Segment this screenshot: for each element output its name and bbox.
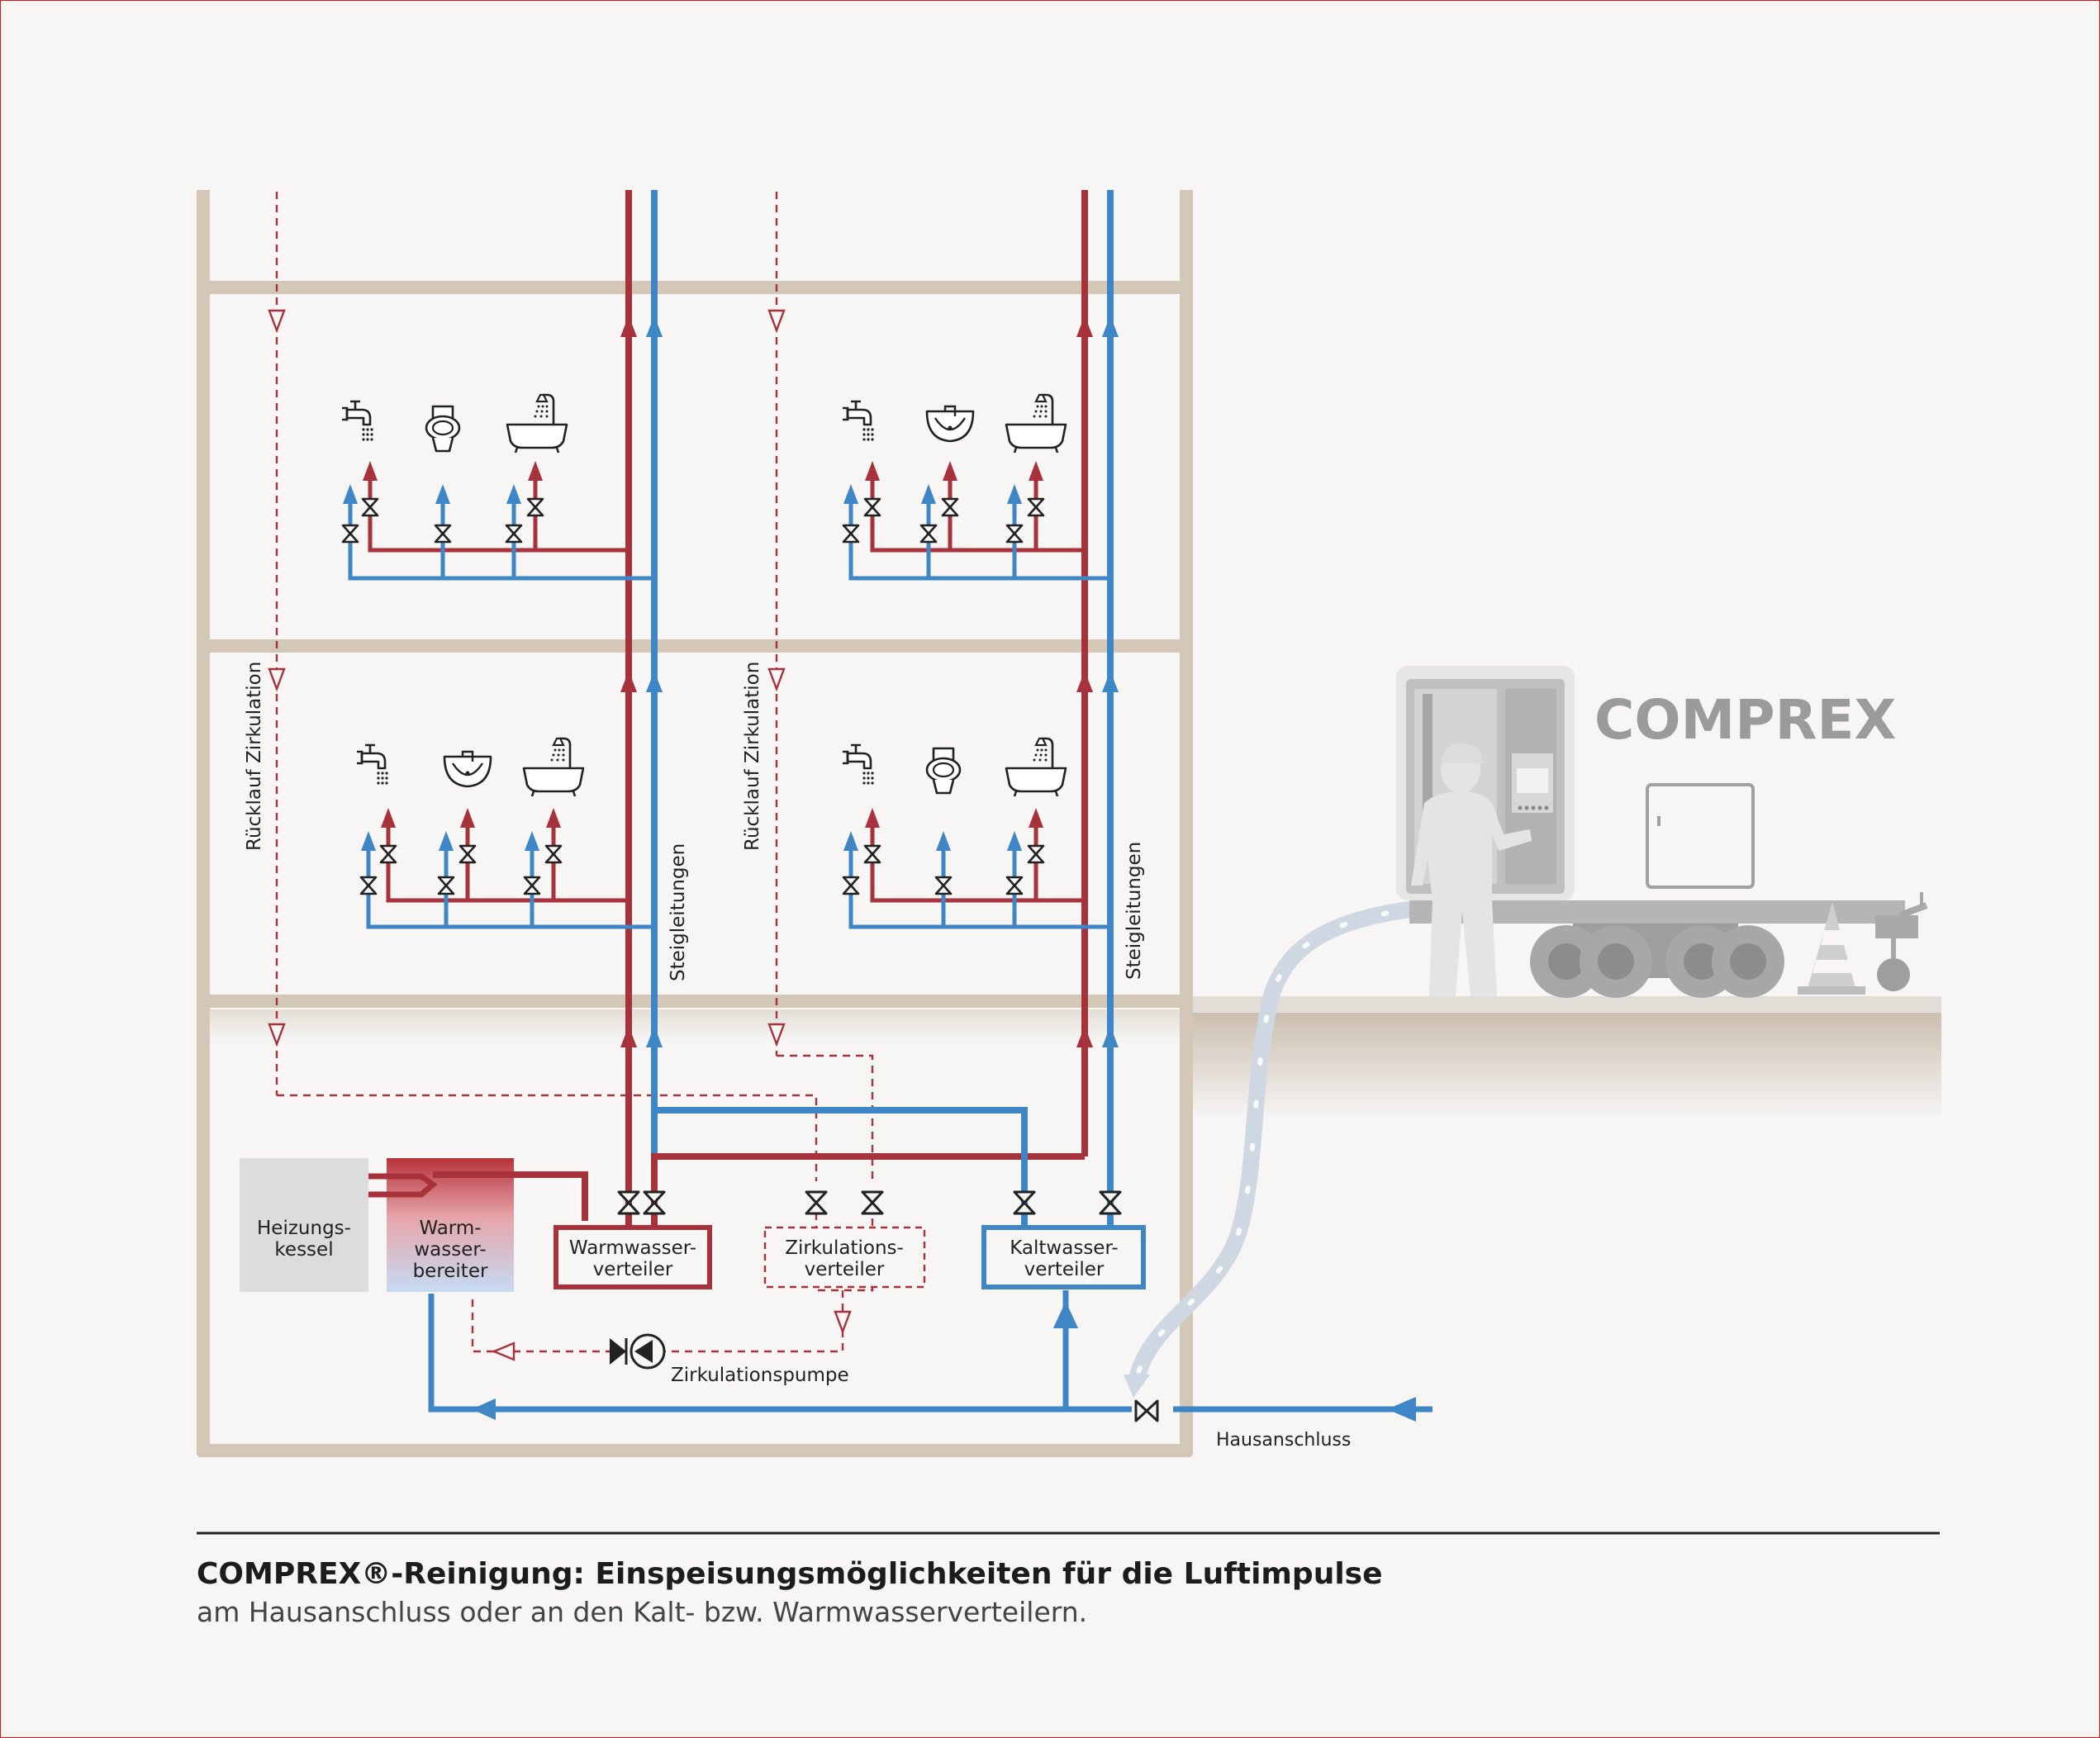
- steigleitungen-label-right: Steigleitungen: [1124, 842, 1145, 980]
- svg-text:Zirkulations-: Zirkulations-: [785, 1237, 904, 1259]
- cold-water-main: [428, 1290, 1432, 1413]
- traffic-cone: [1798, 902, 1865, 995]
- branch-mid-right: [841, 737, 1110, 929]
- trailer-wheels: [1530, 924, 1784, 998]
- cold-arrow-in: [1386, 1396, 1416, 1422]
- worker-figure: [1411, 743, 1532, 996]
- building-frame: [197, 190, 1193, 1457]
- svg-text:Heizungs-: Heizungs-: [257, 1218, 351, 1239]
- svg-text:wasser-: wasser-: [414, 1239, 486, 1261]
- warmwasserbereiter-label: Warm- wasser- bereiter: [413, 1218, 488, 1282]
- kaltwasserverteiler-box: [981, 1225, 1146, 1289]
- circulation-arrows: [268, 309, 852, 1361]
- branch-mid-left: [355, 737, 654, 929]
- warmwasserbereiter-box: [387, 1158, 514, 1292]
- warmwasserverteiler-label: Warmwasser- verteiler: [569, 1237, 696, 1280]
- basement-valves: [617, 1190, 1122, 1215]
- heizungskessel-label: Heizungs- kessel: [257, 1218, 351, 1261]
- svg-text:verteiler: verteiler: [593, 1259, 673, 1280]
- svg-text:verteiler: verteiler: [805, 1259, 885, 1280]
- ruecklauf-zirkulation-label-mid: Rücklauf Zirkulation: [742, 662, 763, 851]
- svg-text:verteiler: verteiler: [1024, 1259, 1105, 1280]
- ruecklauf-zirkulation-label-left: Rücklauf Zirkulation: [244, 662, 265, 851]
- zirkulationsverteiler-box: [763, 1226, 926, 1289]
- branch-top-left: [340, 393, 654, 581]
- hausanschluss-label: Hausanschluss: [1216, 1430, 1351, 1451]
- trailer-drawbar: [1875, 892, 1928, 991]
- trailer-storage-box: [1646, 783, 1755, 889]
- svg-text:Warmwasser-: Warmwasser-: [569, 1237, 696, 1259]
- svg-text:Kaltwasser-: Kaltwasser-: [1010, 1237, 1119, 1259]
- figure-caption: COMPREX®-Reinigung: Einspeisungsmöglichk…: [197, 1557, 1940, 1628]
- circulation-pump-icon: [610, 1333, 666, 1370]
- comprex-brand-label: COMPREX: [1594, 688, 1896, 752]
- steigleitungen-label-left: Steigleitungen: [668, 843, 689, 981]
- cold-arrow-up: [1052, 1301, 1079, 1328]
- kaltwasserverteiler-label: Kaltwasser- verteiler: [1010, 1237, 1119, 1280]
- svg-text:bereiter: bereiter: [413, 1261, 488, 1282]
- ground-outside: [1193, 996, 1941, 1120]
- caption-subtitle: am Hausanschluss oder an den Kalt- bzw. …: [197, 1596, 1088, 1628]
- branch-top-right: [841, 393, 1110, 581]
- zirkulationspumpe-label: Zirkulationspumpe: [671, 1365, 849, 1386]
- heizungskessel-box: [240, 1158, 368, 1292]
- svg-text:Warm-: Warm-: [419, 1218, 481, 1239]
- warmwasserverteiler-box: [554, 1225, 712, 1289]
- cold-arrow-left: [472, 1398, 496, 1421]
- zirkulationsverteiler-label: Zirkulations- verteiler: [785, 1237, 904, 1280]
- installation-diagram: COMPREX Rücklauf Zirkulation Rücklauf Zi…: [197, 190, 1941, 1535]
- air-hose-arrow: [1124, 1375, 1150, 1398]
- hausanschluss-valve: [1134, 1399, 1159, 1422]
- riser-pipes: [625, 190, 1114, 1198]
- basement-shade: [210, 1009, 1180, 1042]
- svg-text:kessel: kessel: [274, 1239, 333, 1261]
- heat-exchanger-coil: [368, 1171, 588, 1221]
- caption-title: COMPREX®-Reinigung: Einspeisungsmöglichk…: [197, 1557, 1383, 1591]
- air-hose: [1128, 899, 1437, 1388]
